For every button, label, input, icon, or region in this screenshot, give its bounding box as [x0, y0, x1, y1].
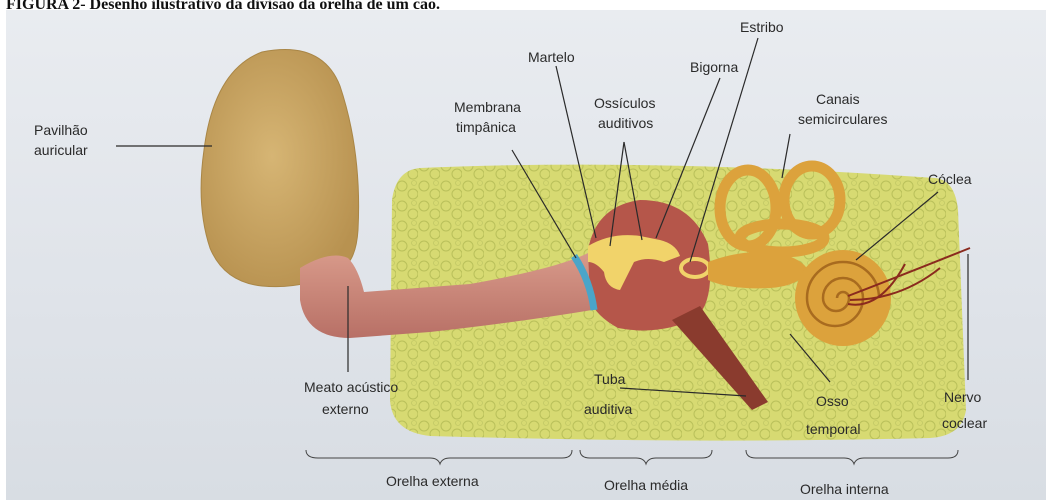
label-canais: Canais	[816, 91, 860, 107]
label-ossiculos: auditivos	[598, 115, 653, 131]
label-membrana: Membrana	[454, 99, 521, 115]
region-orelha-media: Orelha média	[604, 477, 688, 493]
label-meato: Meato acústico	[304, 379, 398, 395]
label-ossiculos: Ossículos	[594, 95, 655, 111]
label-bigorna: Bigorna	[690, 59, 738, 75]
label-canais: semicirculares	[798, 111, 887, 127]
label-osso: Osso	[816, 393, 849, 409]
label-pavilhao: Pavilhão	[34, 122, 88, 138]
label-meato: externo	[322, 401, 369, 417]
label-nervo: Nervo	[944, 389, 982, 405]
region-labels: Orelha externa Orelha média Orelha inter…	[386, 473, 889, 497]
label-coclea: Cóclea	[928, 171, 972, 187]
label-tuba: Tuba	[594, 371, 626, 387]
label-martelo: Martelo	[528, 49, 575, 65]
label-nervo: coclear	[942, 415, 987, 431]
label-osso: temporal	[806, 421, 860, 437]
label-pavilhao: auricular	[34, 142, 88, 158]
label-membrana: timpânica	[456, 119, 516, 135]
region-orelha-externa: Orelha externa	[386, 473, 479, 489]
region-orelha-interna: Orelha interna	[800, 481, 889, 497]
label-tuba: auditiva	[584, 401, 632, 417]
region-brackets	[306, 450, 958, 464]
pinna	[201, 50, 359, 287]
label-estribo: Estribo	[740, 19, 784, 35]
